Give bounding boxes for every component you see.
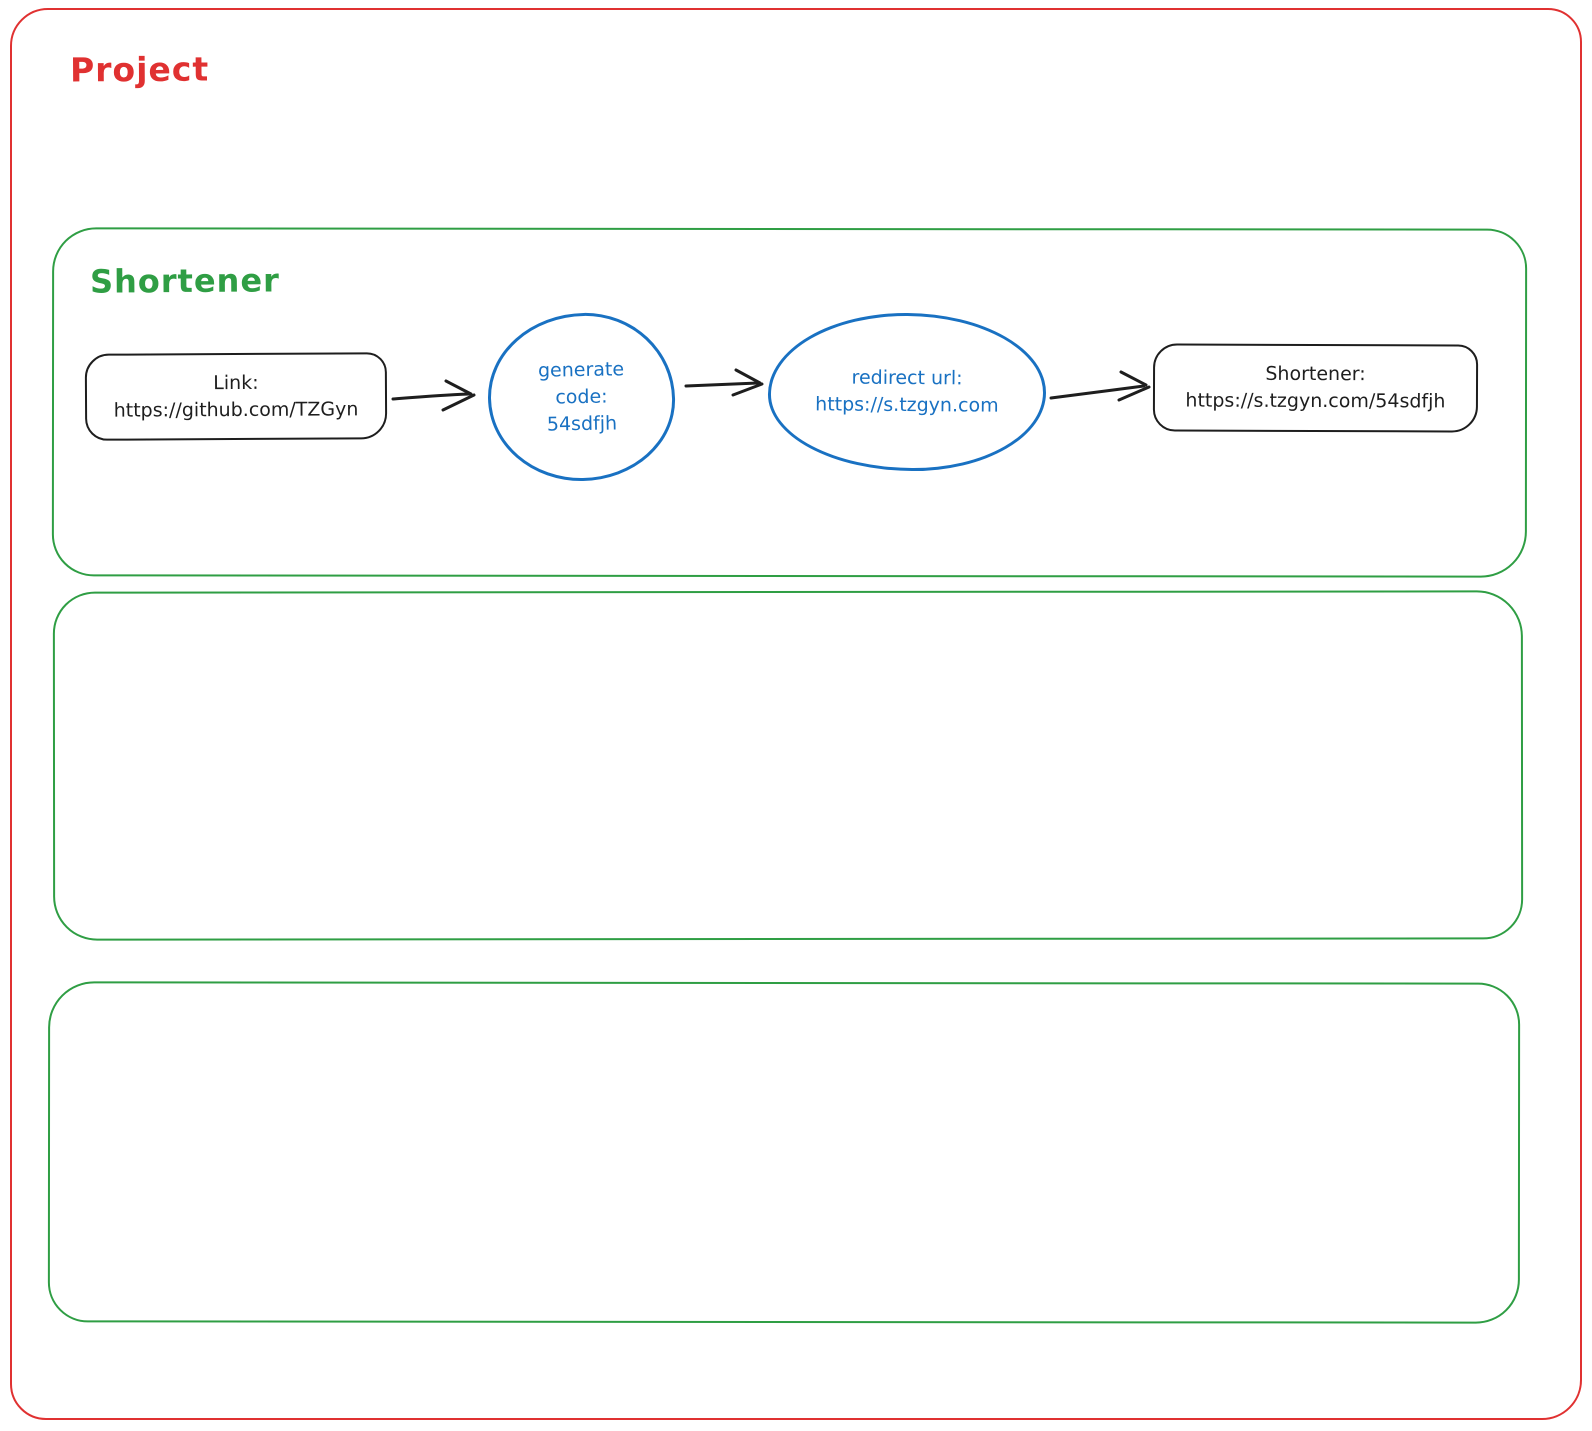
- shortener-result-node[interactable]: Shortener: https://s.tzgyn.com/54sdfjh: [1152, 343, 1479, 433]
- empty-frame-1[interactable]: [52, 590, 1524, 941]
- arrow-icon: [684, 368, 764, 397]
- arrow-generate-to-redirect[interactable]: [683, 360, 765, 404]
- shortener-result-label-line1: Shortener:: [1265, 362, 1366, 386]
- shortener-frame-label[interactable]: Shortener: [89, 261, 280, 301]
- project-frame[interactable]: [10, 8, 1582, 1420]
- link-node-label-line1: Link:: [213, 371, 259, 394]
- arrow-link-to-generate[interactable]: [390, 372, 480, 422]
- arrow-redirect-to-result[interactable]: [1048, 366, 1152, 412]
- project-frame-label[interactable]: Project: [69, 49, 210, 90]
- link-node[interactable]: Link: https://github.com/TZGyn: [84, 352, 388, 441]
- generate-code-label-line3: 54sdfjh: [546, 411, 618, 436]
- redirect-url-label-line2: https://s.tzgyn.com: [815, 393, 999, 417]
- redirect-url-node[interactable]: redirect url: https://s.tzgyn.com: [767, 312, 1047, 472]
- generate-code-label-line1: generate: [537, 357, 625, 382]
- generate-code-label-line2: code:: [555, 385, 608, 408]
- shortener-result-label-line2: https://s.tzgyn.com/54sdfjh: [1185, 389, 1446, 413]
- empty-frame-2[interactable]: [47, 981, 1521, 1324]
- arrow-icon: [1049, 370, 1151, 402]
- redirect-url-label-line1: redirect url:: [851, 366, 963, 390]
- link-node-label-line2: https://github.com/TZGyn: [113, 397, 359, 422]
- arrow-icon: [391, 379, 476, 412]
